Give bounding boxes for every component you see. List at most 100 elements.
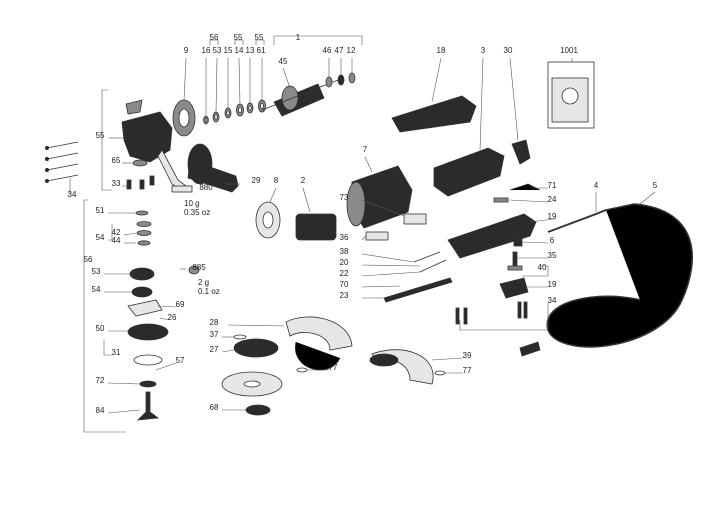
spindle-lock-part [125, 99, 143, 115]
callout-47: 47 [335, 46, 344, 55]
washer-part [136, 230, 152, 236]
power-cord [546, 203, 693, 348]
bearing-part [337, 74, 345, 86]
leader-line [459, 303, 549, 331]
bearing-part [348, 72, 356, 84]
screw-part [139, 179, 145, 190]
plate-part [507, 265, 523, 271]
clamp-part [513, 237, 523, 247]
callout-36: 36 [340, 233, 349, 242]
side-handle-cap [187, 143, 213, 185]
callout-55: 55 [255, 33, 264, 42]
guard-collar [369, 353, 399, 367]
leader-line [361, 264, 421, 267]
callout-14: 14 [235, 46, 244, 55]
callout-19: 19 [548, 280, 557, 289]
callout-35: 35 [548, 251, 557, 260]
callout-23: 23 [340, 291, 349, 300]
armature-shaft [261, 79, 339, 111]
leader-line [227, 324, 285, 327]
ring-bore [226, 110, 230, 116]
callout-20: 20 [340, 258, 349, 267]
label-part [365, 231, 389, 241]
callout-55: 55 [96, 131, 105, 140]
leader-line [509, 57, 519, 141]
leader-line [238, 57, 241, 105]
callout-45: 45 [279, 57, 288, 66]
leader-line [522, 265, 549, 277]
leader-line [361, 235, 367, 241]
leader-line [479, 57, 484, 151]
callout-69: 69 [176, 300, 185, 309]
callout-50: 50 [96, 324, 105, 333]
leader-line [209, 39, 219, 45]
wire-part [413, 251, 441, 263]
screw-part [517, 301, 522, 319]
callout-68: 68 [210, 403, 219, 412]
screw-head [45, 157, 49, 161]
flange-disk-bore [178, 108, 190, 128]
switch-rod [383, 277, 453, 303]
carbon-brush [493, 197, 509, 203]
leader-line [302, 187, 311, 213]
switch-housing [433, 147, 505, 197]
o-ring [296, 367, 308, 373]
callout-4: 4 [594, 181, 599, 190]
screw-part [463, 307, 468, 325]
clamping-nut [245, 404, 271, 416]
callout-55: 55 [234, 33, 243, 42]
weight-note-885-line1: 2 g [198, 278, 209, 287]
leader-line [361, 285, 401, 288]
callout-1: 1 [296, 33, 301, 42]
screw-part [46, 152, 79, 160]
callout-51: 51 [96, 206, 105, 215]
callout-26: 26 [168, 313, 177, 322]
wire-part [419, 259, 447, 273]
grinding-wheel-bore [243, 380, 261, 388]
ring-bore [260, 102, 264, 110]
leader-line [361, 199, 405, 217]
handle-label [171, 185, 193, 193]
leader-line [159, 317, 171, 321]
weight-note-880-line2: 0.35 oz [184, 208, 210, 217]
callout-2: 2 [301, 176, 306, 185]
bearing-part [132, 159, 148, 167]
washer-part [137, 240, 151, 246]
callout-30: 30 [504, 46, 513, 55]
motor-housing-mouth [346, 181, 366, 227]
callout-72: 72 [96, 376, 105, 385]
power-cord-lead [547, 209, 607, 233]
leader-line [273, 35, 363, 45]
leader-line [183, 57, 187, 101]
spring-part [509, 183, 541, 191]
screw-head [45, 146, 49, 150]
leader-line [361, 253, 415, 263]
callout-53: 53 [213, 46, 222, 55]
callout-880: 880 [199, 183, 213, 192]
callout-16: 16 [202, 46, 211, 55]
callout-56: 56 [84, 255, 93, 264]
leader-line [361, 271, 421, 277]
bearing-part [131, 286, 153, 298]
callout-27: 27 [210, 345, 219, 354]
o-ring [233, 334, 247, 340]
callout-40: 40 [538, 263, 547, 272]
o-ring [133, 354, 163, 366]
cable-clamp [499, 277, 529, 299]
leader-line [639, 191, 656, 205]
callout-34: 34 [68, 190, 77, 199]
power-plug [519, 341, 541, 357]
leader-line [282, 67, 291, 89]
callout-71: 71 [548, 181, 557, 190]
callout-39: 39 [463, 351, 472, 360]
callout-9: 9 [184, 46, 189, 55]
callout-44: 44 [112, 236, 121, 245]
leader-line [529, 218, 555, 223]
callout-54: 54 [92, 285, 101, 294]
leader-line [107, 382, 141, 385]
callout-13: 13 [246, 46, 255, 55]
screw-part [149, 175, 155, 186]
base-housing [447, 213, 537, 259]
callout-29: 29 [252, 176, 261, 185]
parts-layer [45, 61, 693, 421]
